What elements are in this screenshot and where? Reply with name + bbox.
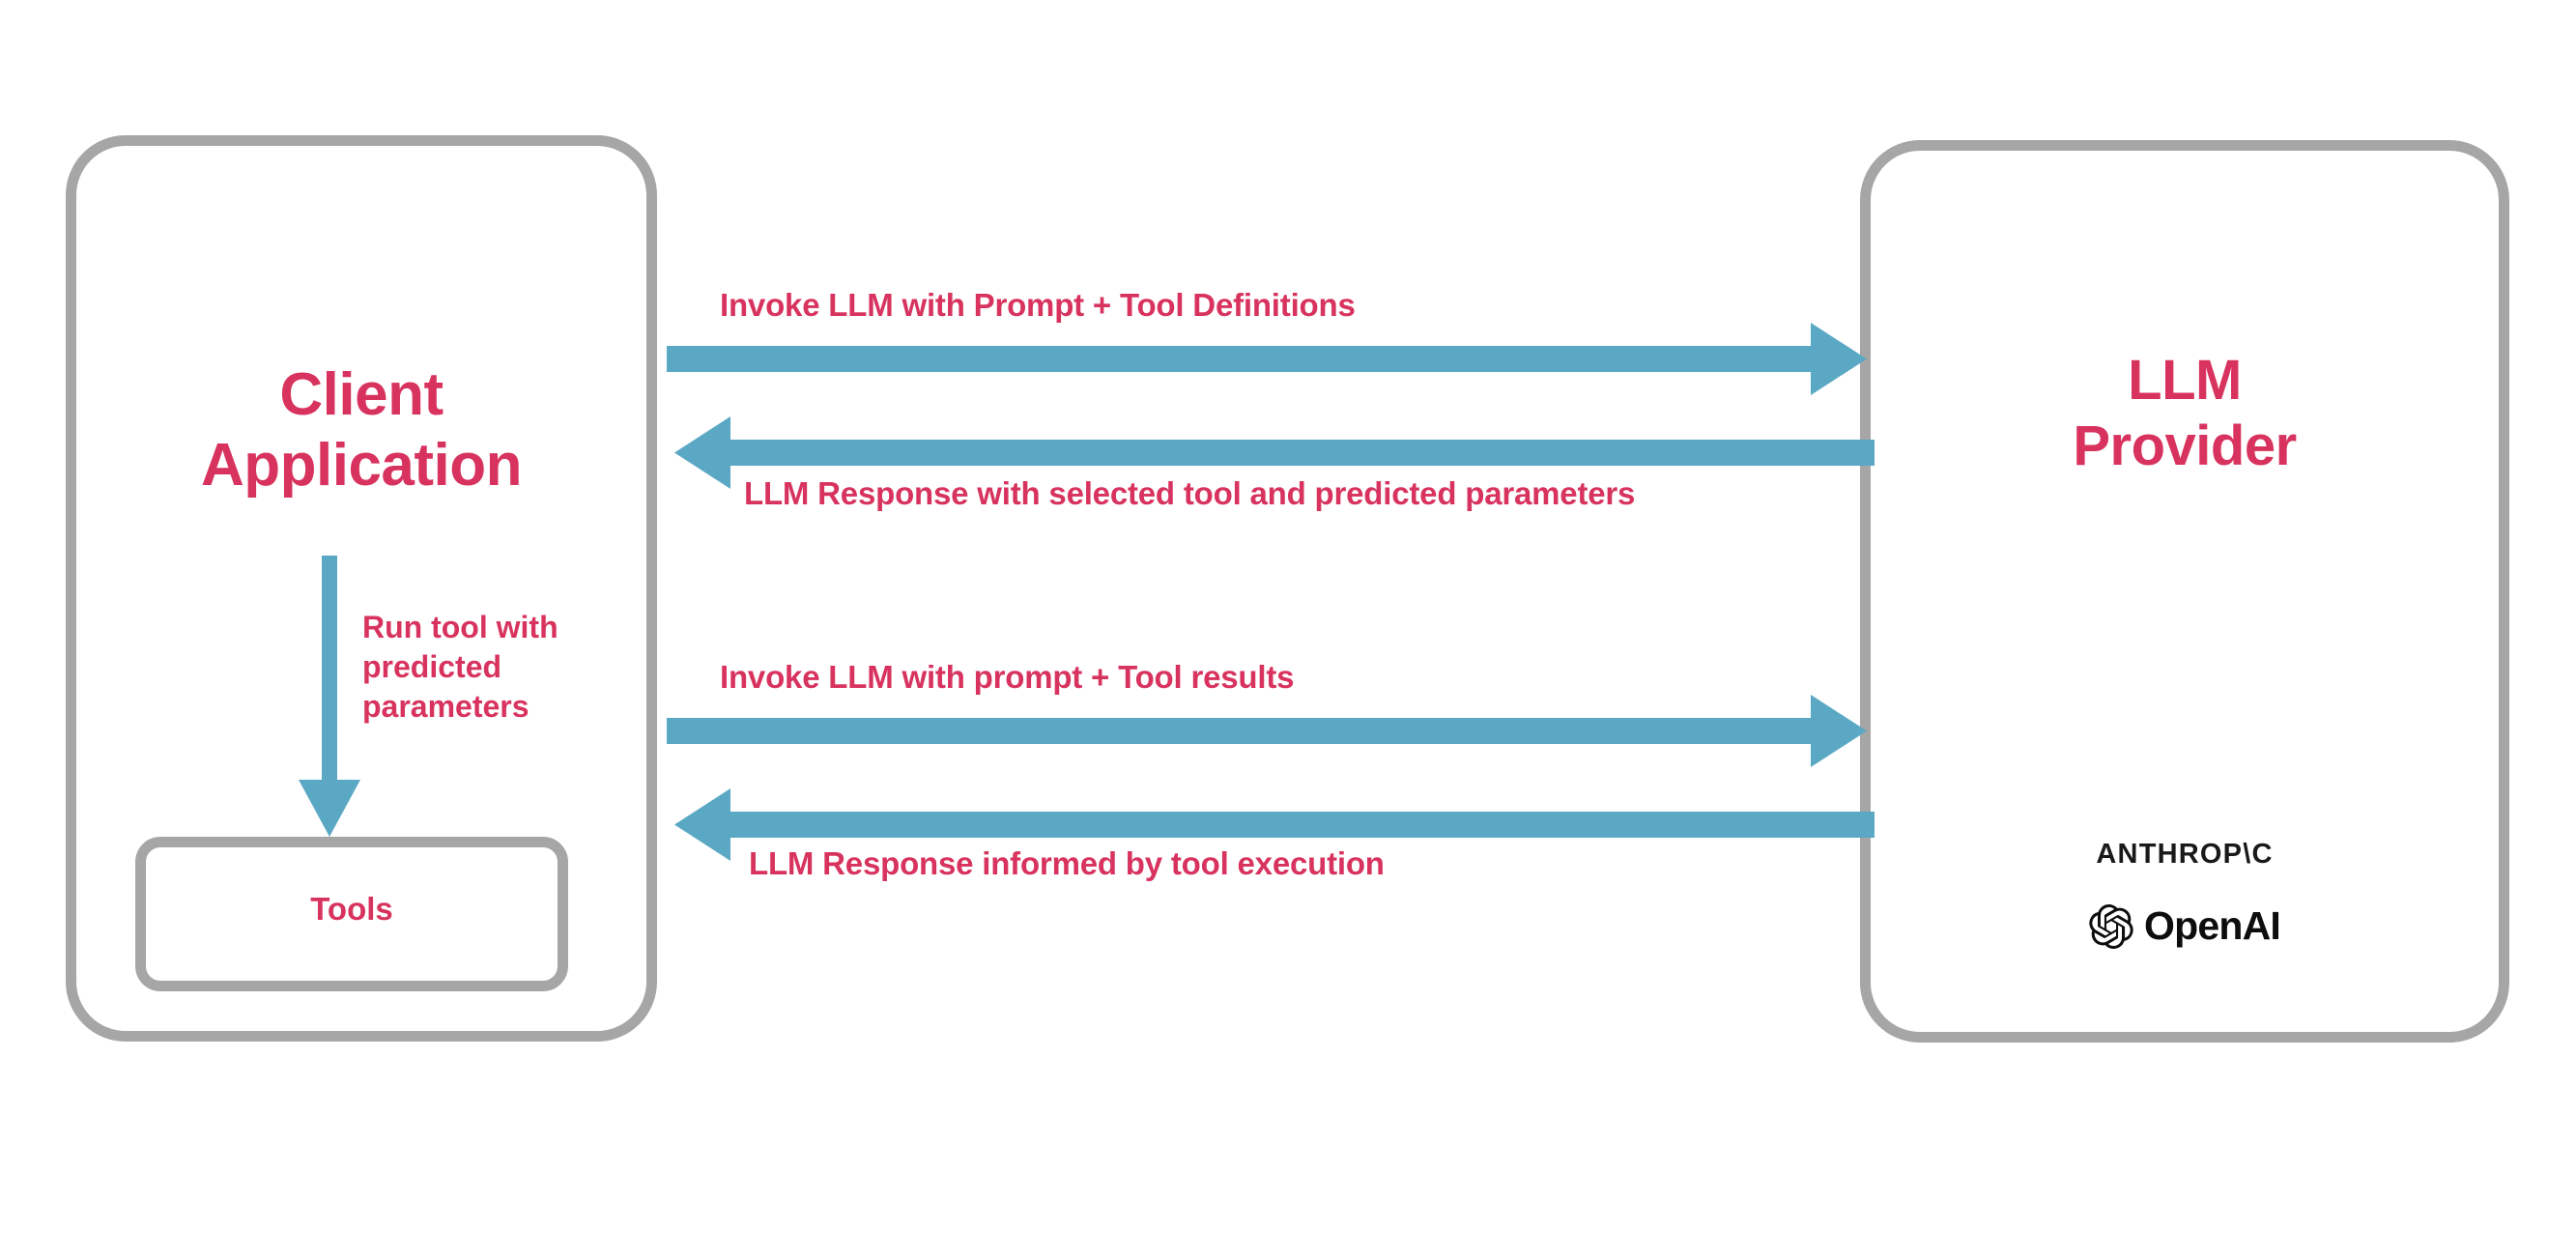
- tools-box: [135, 837, 568, 991]
- flow-1-label: Invoke LLM with Prompt + Tool Definition…: [720, 287, 1356, 323]
- anthropic-logo-icon: ANTHROP\C: [2096, 839, 2274, 870]
- openai-mark-icon: [2089, 903, 2133, 949]
- openai-wordmark: OpenAI: [2144, 903, 2281, 948]
- openai-logo-row: OpenAI: [1860, 903, 2509, 949]
- run-tool-arrow-label: Run tool with predicted parameters: [362, 610, 558, 724]
- flow-2-label: LLM Response with selected tool and pred…: [744, 475, 1636, 511]
- client-application-title: Client Application: [200, 361, 523, 500]
- flow-3-arrow: [667, 695, 1867, 767]
- flow-3-label: Invoke LLM with prompt + Tool results: [720, 659, 1295, 695]
- llm-provider-box: [1860, 140, 2509, 1043]
- tools-label: Tools: [310, 891, 393, 927]
- flow-1-arrow: [667, 323, 1867, 395]
- llm-provider-title: LLM Provider: [2073, 349, 2297, 478]
- flow-4-label: LLM Response informed by tool execution: [749, 845, 1385, 881]
